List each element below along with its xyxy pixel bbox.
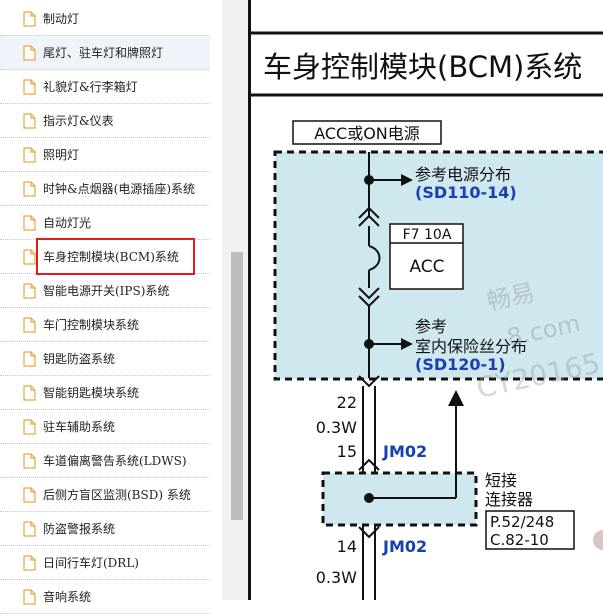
sidebar-item-label: 车道偏离警告系统(LDWS) (43, 454, 187, 468)
document-icon (23, 146, 36, 163)
sidebar-item-label: 后侧方盲区监测(BSD) 系统 (43, 488, 191, 502)
sidebar-item[interactable]: 驻车辅助系统 (0, 410, 210, 444)
sidebar-item[interactable]: 智能电源开关(IPS)系统 (0, 274, 210, 308)
short-text-2: 连接器 (485, 490, 533, 509)
document-icon (23, 520, 36, 537)
short-chevron-top (358, 458, 380, 471)
return-arrow-up (448, 390, 464, 406)
panel-exit-chevron (358, 375, 380, 388)
document-icon (23, 316, 36, 333)
pin-15: 15 (337, 442, 357, 461)
sidebar-item[interactable]: 音响系统 (0, 580, 210, 614)
fuse-box (389, 223, 464, 290)
sidebar-item[interactable]: 指示灯&仪表 (0, 104, 210, 138)
fuse-label: ACC (409, 257, 444, 277)
sidebar-item-label: 时钟&点烟器(电源插座)系统 (43, 182, 196, 196)
sidebar-item[interactable]: 礼貌灯&行李箱灯 (0, 70, 210, 104)
wiring-diagram-pane: 车身控制模块(BCM)系统 ACC或ON电源 参考电源分布 (SD110-14)… (251, 0, 603, 600)
sidebar-item-label: 防盗警报系统 (43, 522, 116, 536)
document-icon (23, 384, 36, 401)
document-icon (23, 78, 36, 95)
edge-decoration (593, 530, 603, 550)
power-label: ACC或ON电源 (314, 124, 420, 143)
short-chevron-bottom (358, 526, 380, 539)
pane-divider (248, 0, 251, 600)
wiring-diagram: 车身控制模块(BCM)系统 ACC或ON电源 参考电源分布 (SD110-14)… (251, 31, 603, 600)
document-icon (23, 588, 36, 605)
sidebar-item-label: 智能钥匙模块系统 (43, 386, 140, 400)
chevron-down-1 (358, 287, 380, 300)
sidebar-item[interactable]: 车门控制模块系统 (0, 308, 210, 342)
sidebar-item[interactable]: 智能钥匙模块系统 (0, 376, 210, 410)
sidebar-item-label: 钥匙防盗系统 (43, 352, 116, 366)
chevron-up-2 (358, 214, 380, 227)
short-text-1: 短接 (485, 471, 517, 490)
sidebar-item[interactable]: 钥匙防盗系统 (0, 342, 210, 376)
selection-highlight (36, 238, 195, 275)
document-icon (23, 486, 36, 503)
document-icon (23, 248, 36, 265)
document-icon (23, 418, 36, 435)
document-icon (23, 112, 36, 129)
sidebar-item[interactable]: 自动灯光 (0, 206, 210, 240)
sidebar-item-label: 车身控制模块(BCM)系统 (43, 250, 179, 264)
sidebar-item[interactable]: 日间行车灯(DRL) (0, 546, 210, 580)
ref1-text: 参考电源分布 (415, 165, 511, 184)
sidebar-item[interactable]: 制动灯 (0, 2, 210, 36)
sidebar-item[interactable]: 后侧方盲区监测(BSD) 系统 (0, 478, 210, 512)
wire-top-spec: 0.3W (316, 418, 357, 437)
sidebar-item-label: 驻车辅助系统 (43, 420, 116, 434)
sidebar-item[interactable]: 防盗警报系统 (0, 512, 210, 546)
fuse-name: F7 10A (403, 227, 452, 243)
document-icon (23, 214, 36, 231)
connector-bottom: JM02 (382, 537, 427, 556)
sidebar-item[interactable]: 照明灯 (0, 138, 210, 172)
page-ref-box (485, 510, 575, 550)
document-icon (23, 180, 36, 197)
sidebar-item[interactable]: 车道偏离警告系统(LDWS) (0, 444, 210, 478)
document-icon (23, 554, 36, 571)
sidebar-item-label: 礼貌灯&行李箱灯 (43, 80, 138, 94)
document-icon (23, 44, 36, 61)
sidebar-item-label: 指示灯&仪表 (43, 114, 114, 128)
wire-bottom-spec: 0.3W (316, 568, 357, 587)
sidebar-item-label: 车门控制模块系统 (43, 318, 140, 332)
ref2-text-2: 室内保险丝分布 (415, 337, 527, 356)
sidebar-item[interactable]: 时钟&点烟器(电源插座)系统 (0, 172, 210, 206)
document-icon (23, 282, 36, 299)
ref1-code: (SD110-14) (415, 183, 517, 202)
sidebar-item-label: 智能电源开关(IPS)系统 (43, 284, 170, 298)
document-icon (23, 452, 36, 469)
fuse-symbol (368, 245, 381, 271)
chevron-up-1 (358, 206, 380, 219)
pin-top: 22 (337, 393, 357, 412)
ref2-arrow (401, 338, 413, 350)
sidebar-item-label: 日间行车灯(DRL) (43, 556, 139, 570)
sidebar-item-label: 制动灯 (43, 12, 80, 26)
sidebar-item-label: 自动灯光 (43, 216, 92, 230)
sidebar-nav: 制动灯尾灯、驻车灯和牌照灯礼貌灯&行李箱灯指示灯&仪表照明灯时钟&点烟器(电源插… (0, 0, 222, 614)
pin-14: 14 (337, 537, 357, 556)
power-label-box (292, 120, 442, 145)
document-icon (23, 10, 36, 27)
page-ref-2: C.82-10 (490, 531, 549, 549)
ref1-arrow (401, 174, 413, 186)
diagram-title: 车身控制模块(BCM)系统 (263, 50, 582, 84)
sidebar-item[interactable]: 尾灯、驻车灯和牌照灯 (0, 36, 210, 70)
sidebar-item-label: 尾灯、驻车灯和牌照灯 (43, 46, 164, 60)
document-icon (23, 350, 36, 367)
page-ref-1: P.52/248 (490, 513, 554, 531)
scrollbar-thumb[interactable] (231, 252, 243, 520)
ref2-text-1: 参考 (415, 317, 447, 336)
sidebar-item-label: 照明灯 (43, 148, 80, 162)
connector-top: JM02 (382, 442, 427, 461)
ref2-code: (SD120-1) (415, 355, 506, 374)
sidebar-item-label: 音响系统 (43, 590, 92, 604)
